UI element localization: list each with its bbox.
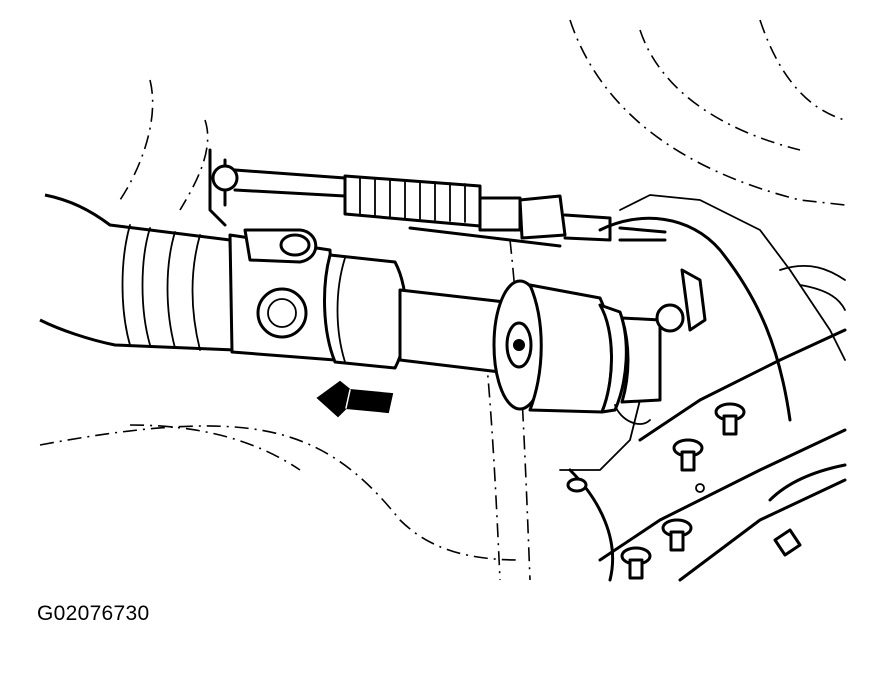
direction-arrow-icon bbox=[316, 380, 394, 418]
bolt bbox=[661, 518, 693, 552]
bolt bbox=[620, 546, 652, 580]
parking-cable bbox=[211, 164, 667, 248]
bolt bbox=[672, 438, 704, 472]
bolt bbox=[566, 477, 588, 493]
bolt bbox=[714, 402, 746, 436]
driveshaft bbox=[39, 193, 707, 425]
frame-structure bbox=[208, 148, 847, 582]
floor-bolts bbox=[566, 402, 746, 580]
figure-id-label: G02076730 bbox=[37, 602, 150, 625]
